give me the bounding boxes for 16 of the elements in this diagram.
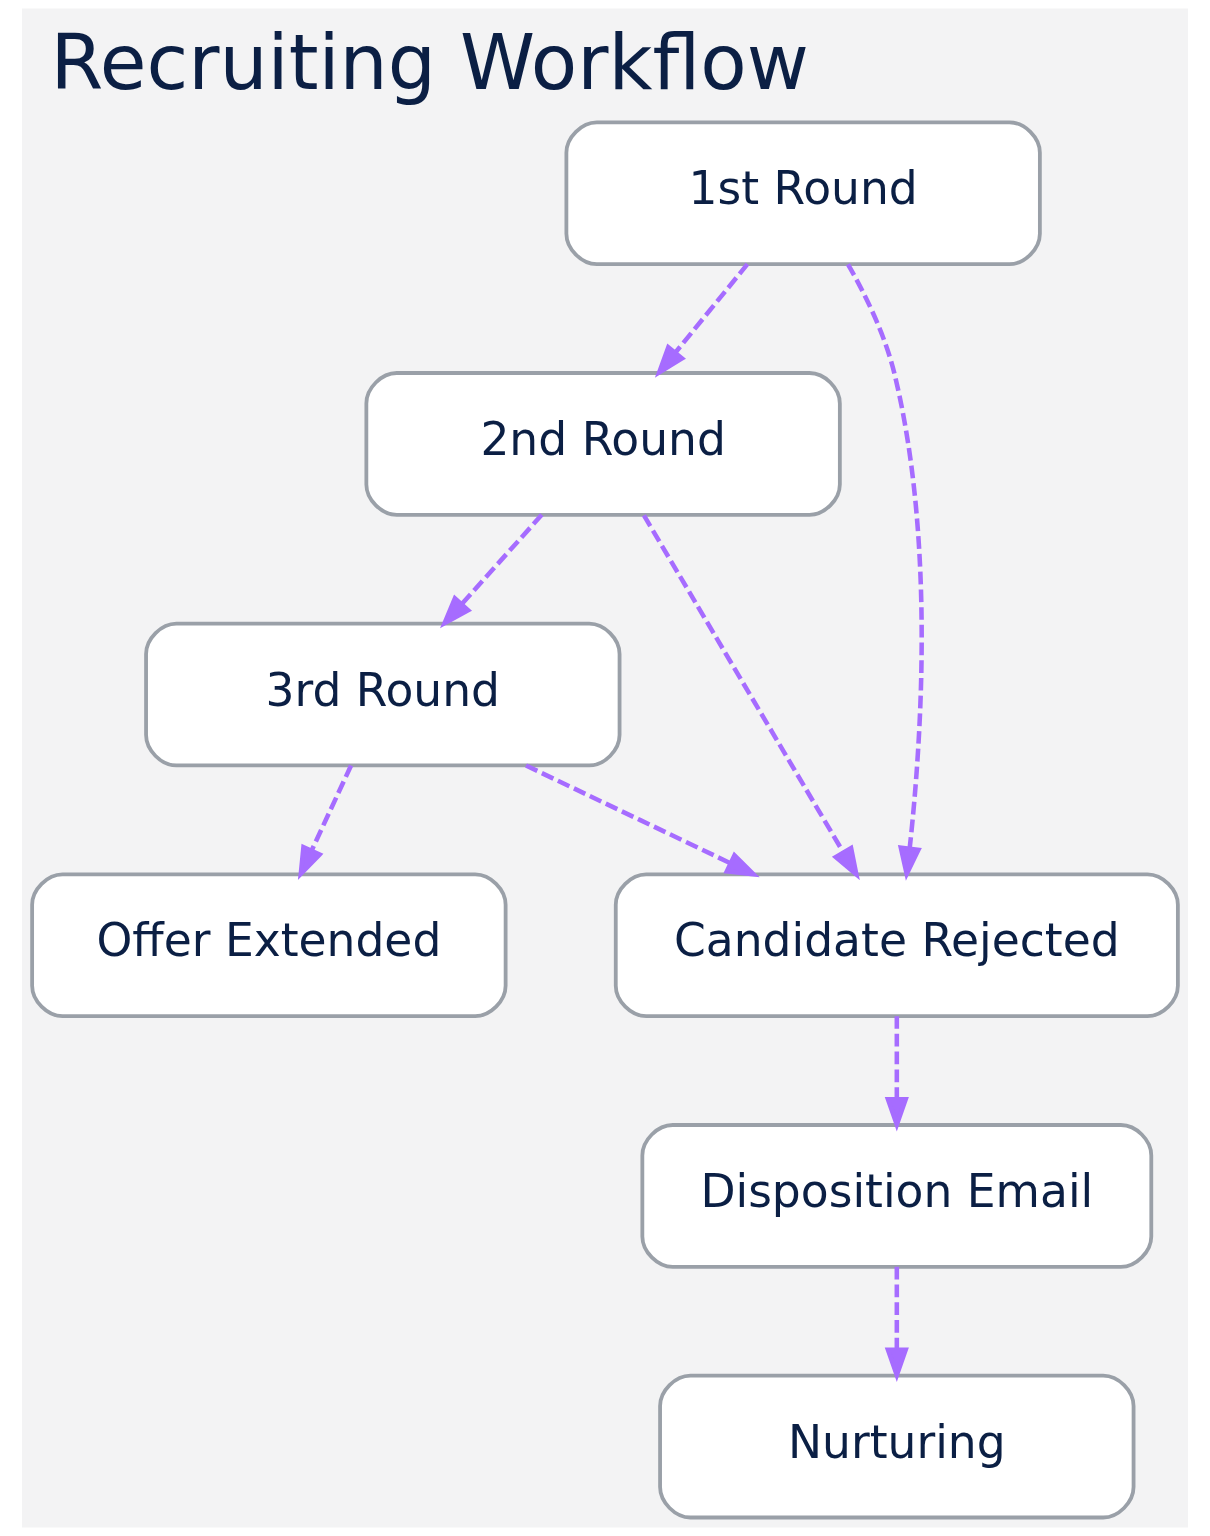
arrow bbox=[846, 263, 924, 881]
node-box: 3rd Round bbox=[144, 621, 622, 768]
arrow bbox=[884, 1016, 909, 1132]
node-box: 1st Round bbox=[564, 120, 1042, 267]
node-box: Candidate Rejected bbox=[613, 872, 1180, 1019]
node-box: Offer Extended bbox=[30, 872, 508, 1019]
arrow bbox=[440, 513, 544, 629]
diagram-title: Recruiting Workflow bbox=[50, 18, 809, 108]
arrow bbox=[297, 764, 354, 881]
arrow bbox=[654, 262, 750, 378]
arrow bbox=[641, 514, 860, 881]
node-box: Disposition Email bbox=[640, 1123, 1154, 1269]
node-box: Nurturing bbox=[658, 1373, 1136, 1520]
arrow bbox=[525, 763, 760, 878]
node-box: 2nd Round bbox=[364, 371, 842, 517]
arrow bbox=[884, 1266, 909, 1383]
